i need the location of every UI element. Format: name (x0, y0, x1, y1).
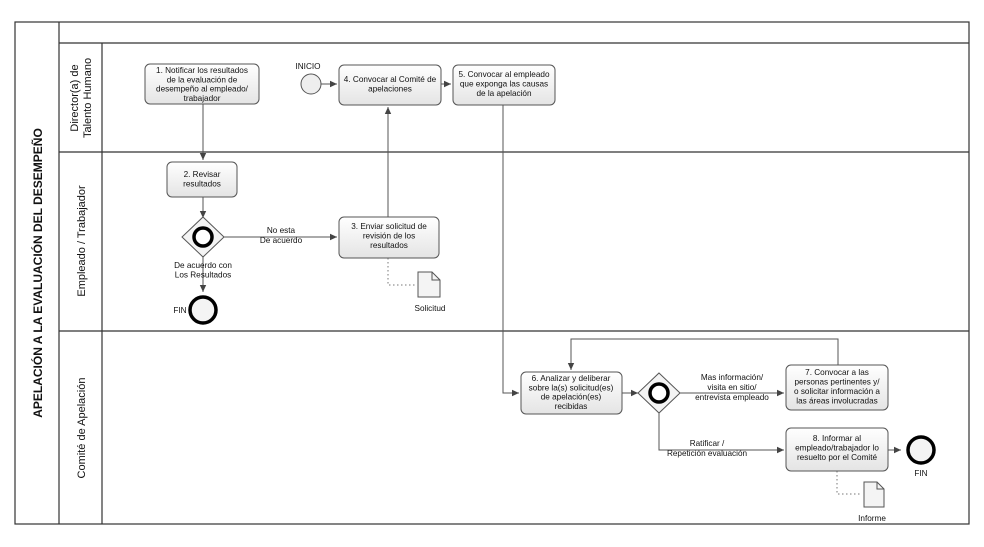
lane-title-comite: Comité de Apelación (76, 378, 88, 479)
assoc-t3-doc1 (387, 258, 415, 286)
end-event-2: FIN (906, 435, 936, 478)
flow-t7-t6 (567, 338, 839, 373)
svg-text:FIN: FIN (914, 469, 927, 478)
lane-title-director-1: Director(a) de (69, 64, 81, 131)
end-event-1: FIN (173, 295, 218, 325)
gateway-2: Mas información/visita en sitio/entrevis… (637, 372, 769, 458)
lane-empleado: Empleado / Trabajador (76, 185, 88, 297)
lane-comite: Comité de Apelación (76, 378, 88, 479)
document-solicitud: Solicitud (415, 271, 446, 313)
lane-director: Director(a) de Talento Humano (69, 58, 94, 138)
svg-text:Informe: Informe (858, 514, 886, 523)
lane-title-director-2: Talento Humano (82, 58, 94, 138)
start-event-label: INICIO (295, 62, 320, 71)
flow-t5-t6 (502, 104, 519, 397)
pool-title: APELACIÓN A LA EVALUACIÓN DEL DESEMPEÑO (30, 128, 45, 418)
associations (387, 258, 862, 495)
svg-text:Ratificar /Repetición evaluaci: Ratificar /Repetición evaluación (667, 439, 748, 458)
sequence-flows (199, 80, 901, 454)
flow-g2-t8 (658, 413, 784, 454)
lane-title-empleado: Empleado / Trabajador (76, 185, 88, 297)
svg-text:Solicitud: Solicitud (415, 304, 446, 313)
svg-text:FIN: FIN (173, 306, 186, 315)
document-informe: Informe (858, 481, 886, 523)
svg-text:Mas información/visita en siti: Mas información/visita en sitio/entrevis… (695, 373, 769, 402)
start-event: INICIO (295, 62, 322, 95)
